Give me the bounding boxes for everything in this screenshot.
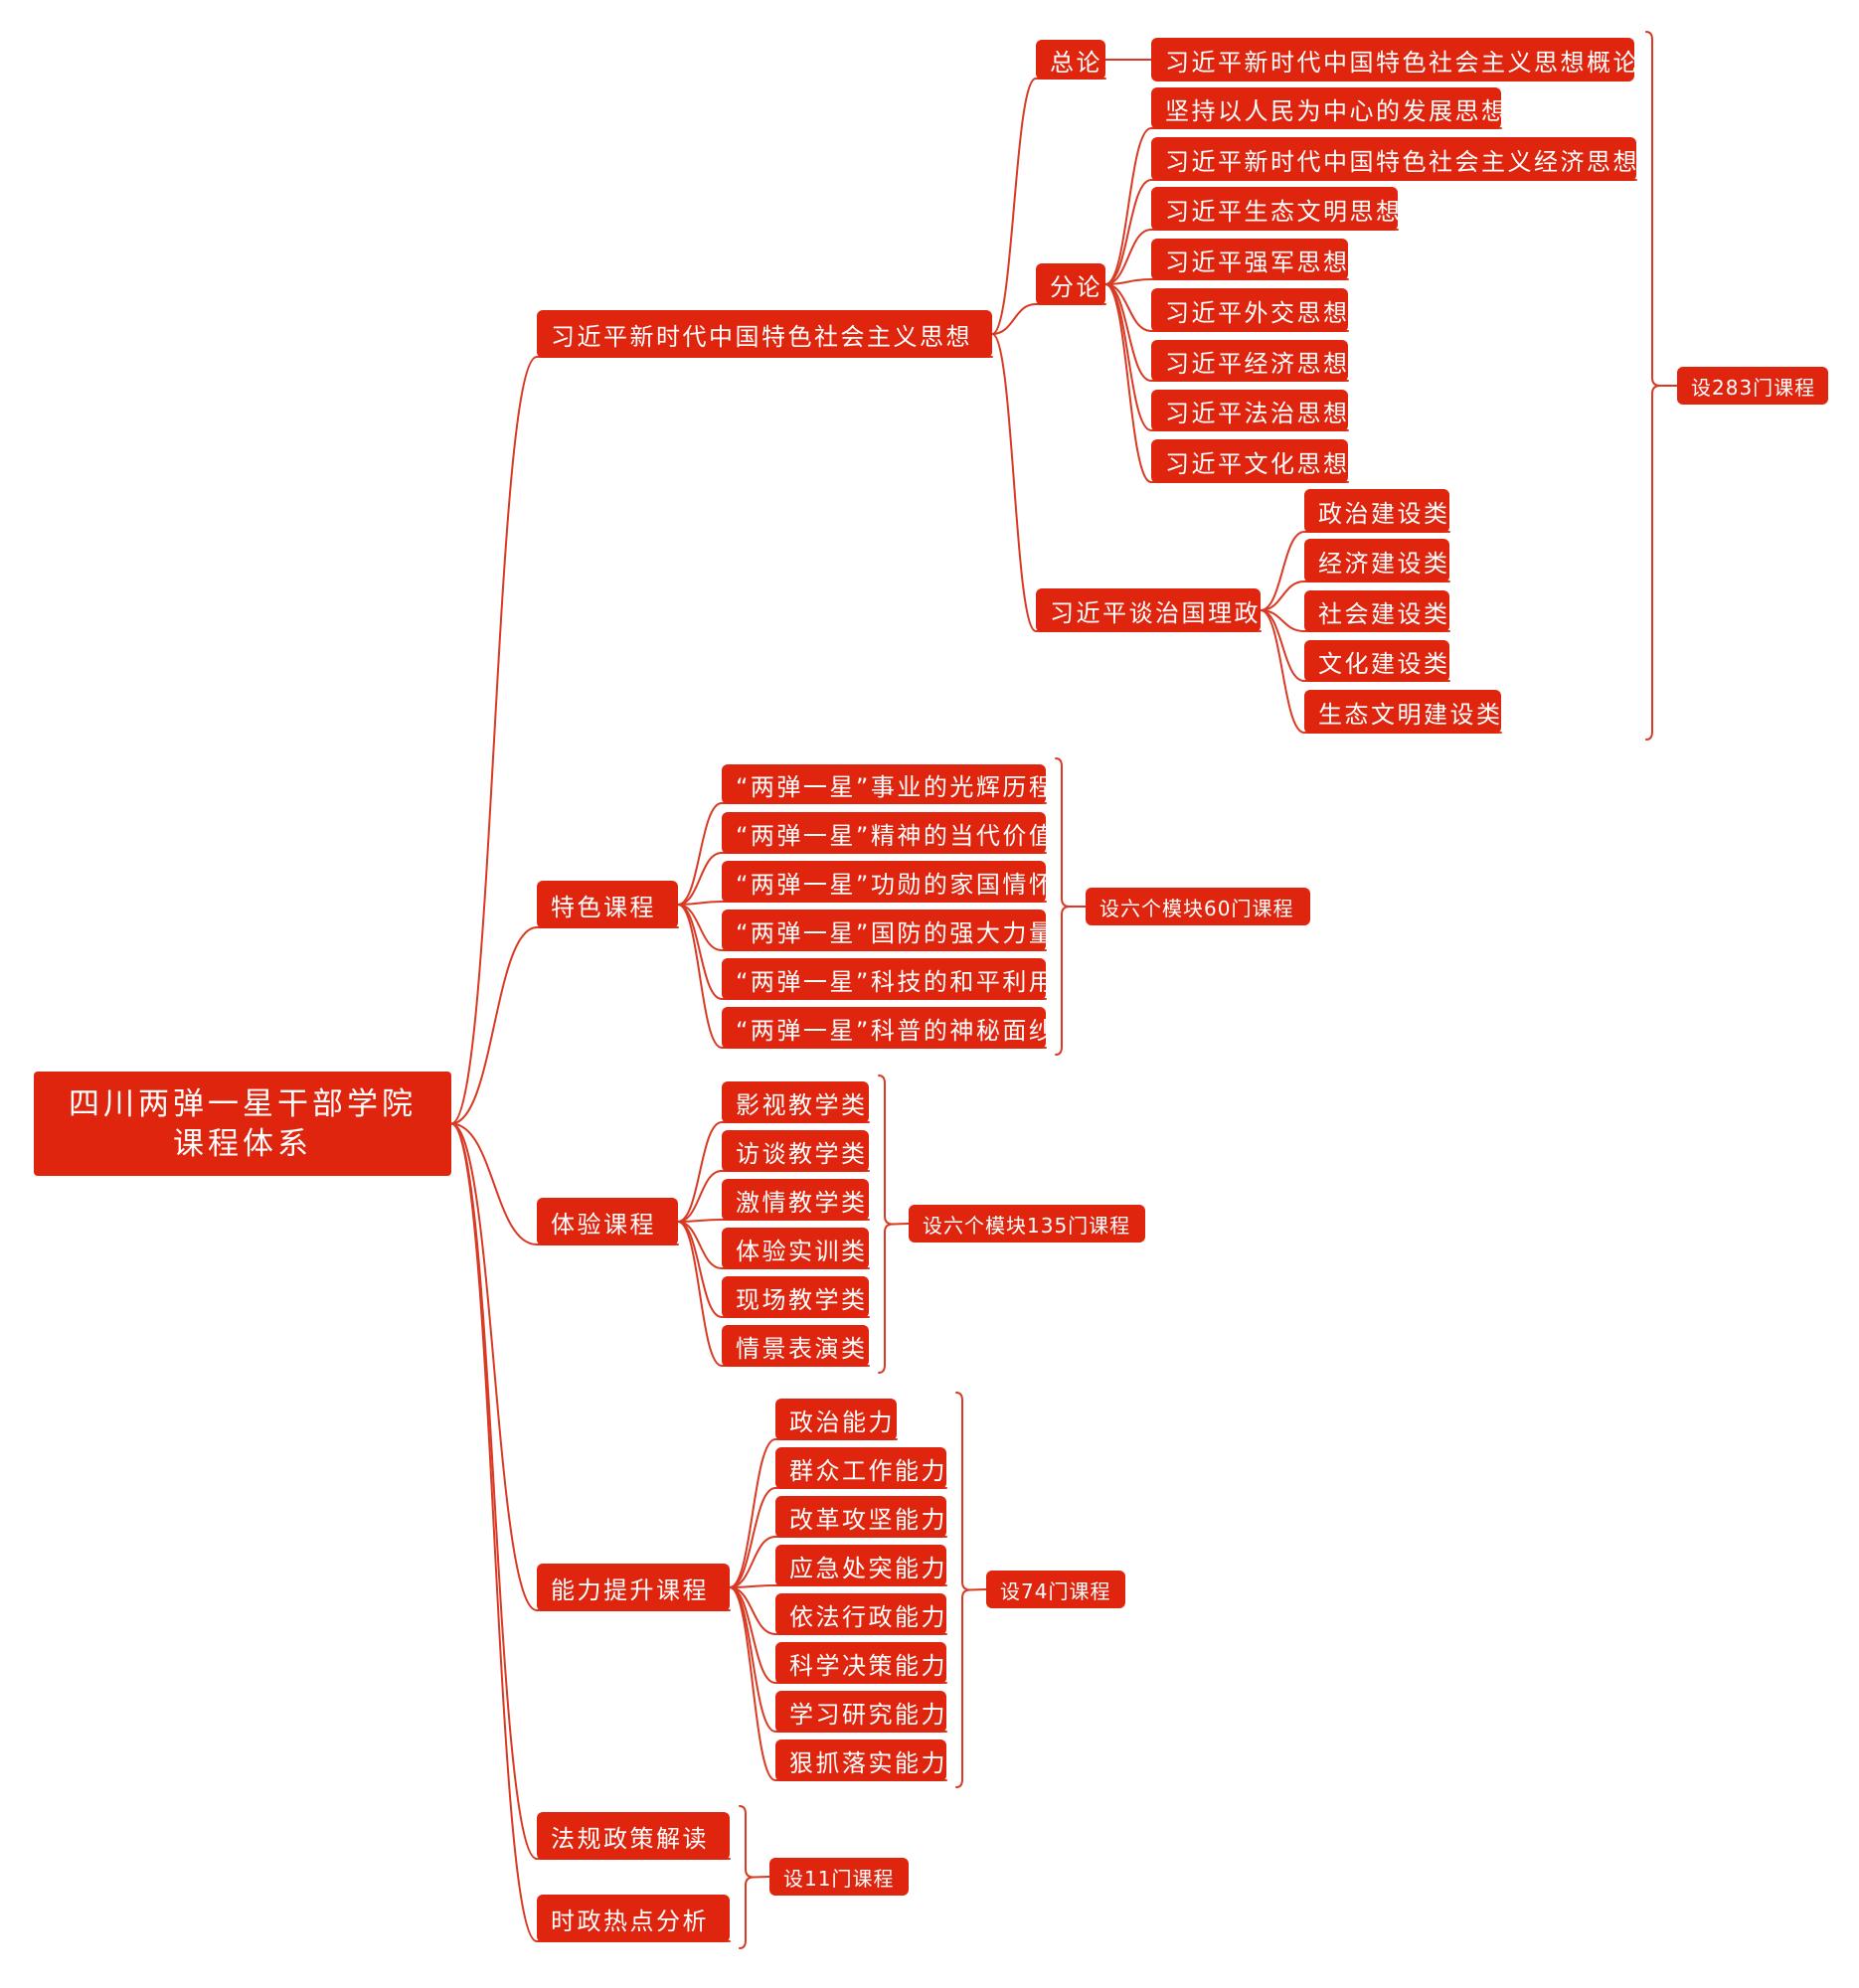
- item-fenlun-8[interactable]: 习近平文化思想: [1151, 439, 1348, 483]
- connector-item-fenlun-2: [1104, 179, 1637, 285]
- node-fenlun[interactable]: 分论: [1036, 263, 1105, 305]
- branch-shizheng[interactable]: 时政热点分析: [537, 1895, 730, 1942]
- item-tiyan-3[interactable]: 激情教学类: [722, 1179, 869, 1221]
- connector-item-fenlun-3: [1104, 229, 1399, 285]
- connector-item-fenlun-4: [1104, 278, 1349, 285]
- item-tiyan-2[interactable]: 访谈教学类: [722, 1130, 869, 1172]
- connector-item-nengli-1: [729, 1438, 898, 1588]
- connector-item-fenlun-8: [1104, 283, 1349, 483]
- item-fenlun-7[interactable]: 习近平法治思想: [1151, 390, 1348, 431]
- item-tese-2[interactable]: “两弹一星”精神的当代价值: [722, 812, 1046, 854]
- connector-item-nengli-8: [729, 1586, 947, 1781]
- item-tese-1[interactable]: “两弹一星”事业的光辉历程: [722, 764, 1046, 804]
- connector-item-nengli-5: [729, 1586, 947, 1635]
- connector-branch-tiyan: [450, 1122, 679, 1245]
- connector-node-zonglun: [991, 78, 1106, 335]
- connector-item-fenlun-1: [1104, 127, 1502, 285]
- root-title-line2: 课程体系: [173, 1125, 312, 1162]
- connector-item-tanzhi-5: [1260, 609, 1502, 734]
- item-fenlun-6[interactable]: 习近平经济思想: [1151, 340, 1348, 382]
- connector-item-tese-3: [677, 901, 1047, 906]
- item-tese-6[interactable]: “两弹一星”科普的神秘面纱: [722, 1007, 1046, 1049]
- connector-item-fenlun-5: [1104, 283, 1349, 332]
- connector-item-tiyan-3: [677, 1219, 870, 1223]
- item-fenlun-4[interactable]: 习近平强军思想: [1151, 239, 1348, 280]
- item-nengli-1[interactable]: 政治能力: [775, 1399, 897, 1440]
- bracket-summary-tese: [1055, 757, 1087, 1056]
- connector-item-tiyan-1: [677, 1121, 870, 1223]
- summary-xi[interactable]: 设283门课程: [1677, 367, 1828, 405]
- connector-branch-tese: [450, 926, 679, 1125]
- item-fenlun-1[interactable]: 坚持以人民为中心的发展思想: [1151, 87, 1501, 129]
- connector-node-tanzhi: [991, 333, 1262, 632]
- bracket-summary-xi: [1645, 31, 1678, 741]
- branch-nengli[interactable]: 能力提升课程: [537, 1564, 730, 1611]
- bracket-summary-last: [739, 1805, 770, 1949]
- connector-branch-shizheng: [450, 1122, 731, 1942]
- branch-tese[interactable]: 特色课程: [537, 881, 678, 928]
- item-tiyan-4[interactable]: 体验实训类: [722, 1228, 869, 1269]
- item-tanzhi-4[interactable]: 文化建设类: [1304, 640, 1449, 682]
- item-tese-5[interactable]: “两弹一星”科技的和平利用: [722, 958, 1046, 1000]
- item-tiyan-6[interactable]: 情景表演类: [722, 1325, 869, 1367]
- connector-item-tiyan-4: [677, 1221, 870, 1269]
- item-tiyan-1[interactable]: 影视教学类: [722, 1081, 869, 1123]
- item-tanzhi-5[interactable]: 生态文明建设类: [1304, 690, 1501, 734]
- item-nengli-6[interactable]: 科学决策能力: [775, 1642, 946, 1684]
- bracket-summary-nengli: [955, 1392, 987, 1788]
- item-nengli-3[interactable]: 改革攻坚能力: [775, 1496, 946, 1538]
- item-nengli-8[interactable]: 狠抓落实能力: [775, 1740, 946, 1781]
- branch-xi-thought[interactable]: 习近平新时代中国特色社会主义思想: [537, 310, 992, 358]
- node-tanzhi[interactable]: 习近平谈治国理政: [1036, 588, 1261, 632]
- summary-tese[interactable]: 设六个模块60门课程: [1086, 888, 1310, 925]
- item-fenlun-5[interactable]: 习近平外交思想: [1151, 288, 1348, 332]
- item-zonglun-overview[interactable]: 习近平新时代中国特色社会主义思想概论: [1151, 38, 1634, 82]
- bracket-summary-tiyan: [878, 1075, 910, 1374]
- connector-item-tese-2: [677, 852, 1047, 906]
- root-node[interactable]: 四川两弹一星干部学院课程体系: [34, 1072, 451, 1176]
- connector-item-tanzhi-1: [1260, 531, 1450, 611]
- connector-branch-nengli: [450, 1122, 731, 1611]
- summary-nengli[interactable]: 设74门课程: [986, 1571, 1125, 1608]
- connector-item-tanzhi-3: [1260, 609, 1450, 632]
- connector-item-tanzhi-2: [1260, 580, 1450, 611]
- connector-item-tanzhi-4: [1260, 609, 1450, 682]
- item-nengli-5[interactable]: 依法行政能力: [775, 1593, 946, 1635]
- summary-tiyan[interactable]: 设六个模块135门课程: [909, 1205, 1145, 1242]
- item-tese-4[interactable]: “两弹一星”国防的强大力量: [722, 910, 1046, 951]
- item-nengli-4[interactable]: 应急处突能力: [775, 1545, 946, 1586]
- item-nengli-7[interactable]: 学习研究能力: [775, 1691, 946, 1733]
- summary-last[interactable]: 设11门课程: [769, 1858, 909, 1896]
- item-tiyan-5[interactable]: 现场教学类: [722, 1276, 869, 1318]
- branch-tiyan[interactable]: 体验课程: [537, 1198, 678, 1245]
- connector-item-tiyan-2: [677, 1170, 870, 1223]
- item-fenlun-3[interactable]: 习近平生态文明思想: [1151, 187, 1398, 231]
- connector-item-nengli-2: [729, 1487, 947, 1588]
- item-tanzhi-2[interactable]: 经济建设类: [1304, 539, 1449, 582]
- connector-item-nengli-3: [729, 1536, 947, 1588]
- root-title-line1: 四川两弹一星干部学院: [69, 1085, 417, 1122]
- node-zonglun[interactable]: 总论: [1036, 40, 1105, 80]
- item-tanzhi-3[interactable]: 社会建设类: [1304, 590, 1449, 632]
- item-nengli-2[interactable]: 群众工作能力: [775, 1447, 946, 1489]
- item-tanzhi-1[interactable]: 政治建设类: [1304, 489, 1449, 533]
- item-tese-3[interactable]: “两弹一星”功勋的家国情怀: [722, 861, 1046, 903]
- item-fenlun-2[interactable]: 习近平新时代中国特色社会主义经济思想: [1151, 137, 1636, 181]
- connector-item-tese-6: [677, 904, 1047, 1049]
- connector-item-nengli-4: [729, 1584, 947, 1588]
- connector-item-tese-4: [677, 904, 1047, 951]
- connector-item-tiyan-6: [677, 1221, 870, 1367]
- connector-branch-xi-thought: [450, 356, 993, 1125]
- connector-node-fenlun: [991, 303, 1106, 335]
- branch-fagui[interactable]: 法规政策解读: [537, 1812, 730, 1860]
- connector-item-tese-1: [677, 802, 1047, 906]
